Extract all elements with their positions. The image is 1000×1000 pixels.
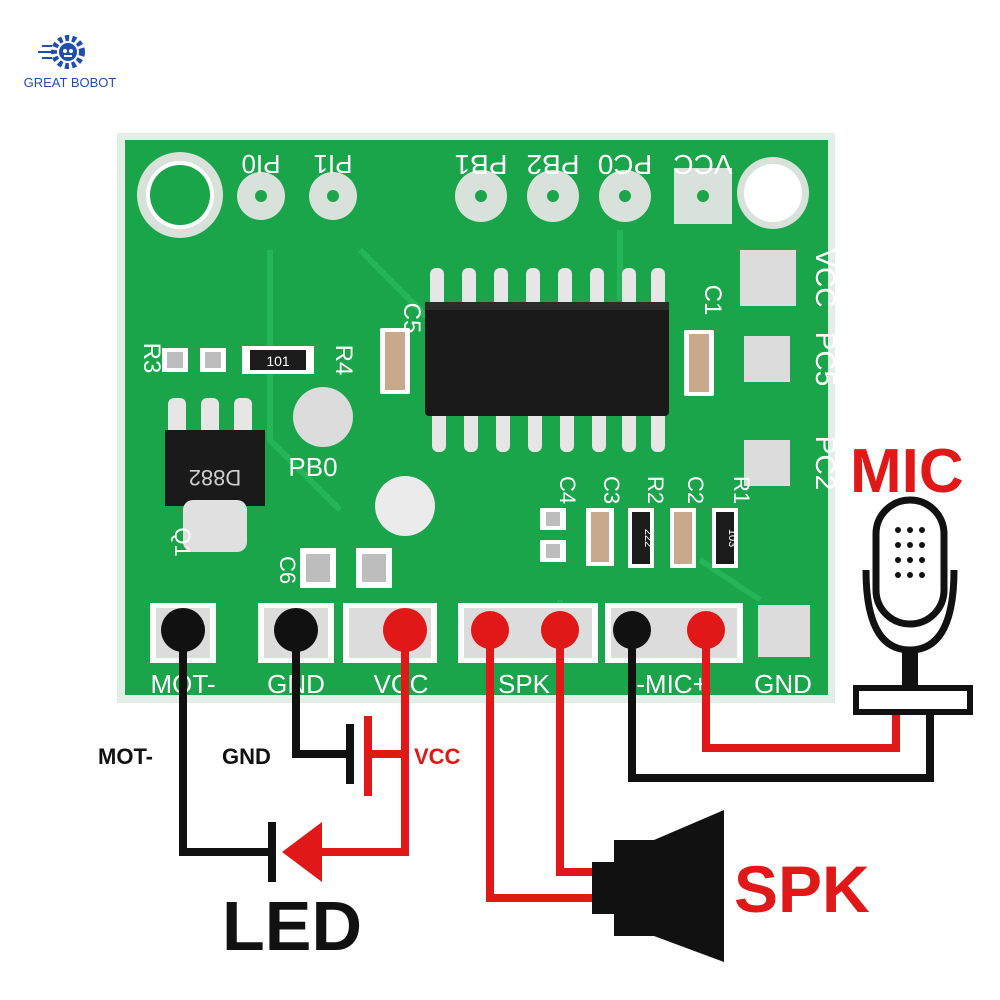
svg-text:PC2: PC2 xyxy=(810,436,841,490)
label-gnd: GND xyxy=(222,744,271,769)
label-spk: SPK xyxy=(734,852,870,926)
fiducial-mark xyxy=(375,476,435,536)
wire-mot xyxy=(179,630,272,856)
pad-label-mic: -MIC+ xyxy=(636,669,708,699)
svg-text:PC0: PC0 xyxy=(598,149,652,180)
svg-text:R1: R1 xyxy=(729,476,754,504)
label-vcc: VCC xyxy=(414,744,461,769)
svg-text:PB2: PB2 xyxy=(527,149,580,180)
test-point-pb0: PB0 xyxy=(288,387,353,482)
svg-text:PI1: PI1 xyxy=(313,149,352,179)
svg-text:C3: C3 xyxy=(599,476,624,504)
pcb-board: PI0 PI1 PB1 PB2 PC0 VCC VCC PC5 xyxy=(117,133,841,703)
svg-text:C6: C6 xyxy=(275,556,300,584)
label-mic: MIC xyxy=(850,437,964,506)
svg-text:PB1: PB1 xyxy=(455,149,508,180)
capacitor-c1: C1 xyxy=(684,285,726,396)
right-pad-pc2: PC2 xyxy=(744,436,841,490)
capacitor-c5: C5 xyxy=(380,303,425,394)
capacitor-symbol xyxy=(346,716,372,796)
capacitor-c6: C6 xyxy=(275,548,392,588)
svg-text:D882: D882 xyxy=(189,465,242,490)
svg-text:PI0: PI0 xyxy=(241,149,280,179)
wire-spk-a xyxy=(486,630,600,902)
transistor-q1: D882 Q1 xyxy=(165,398,265,557)
right-pad-pc5: PC5 xyxy=(744,332,841,386)
svg-text:222: 222 xyxy=(642,529,654,547)
svg-text:R3: R3 xyxy=(138,343,165,374)
ic-chip xyxy=(425,268,669,452)
svg-text:Q1: Q1 xyxy=(170,527,195,556)
top-pin-vcc: VCC xyxy=(673,149,733,224)
svg-text:PC5: PC5 xyxy=(810,332,841,386)
svg-text:101: 101 xyxy=(266,353,290,369)
svg-text:VCC: VCC xyxy=(673,149,732,180)
wire-mic-pos xyxy=(702,630,900,752)
pad-label-gnd-right: GND xyxy=(754,669,812,699)
smd-row: C4 C3 R2 C2 R1 222 103 xyxy=(540,476,754,568)
svg-text:R2: R2 xyxy=(643,476,668,504)
gear-robot-icon xyxy=(38,35,85,69)
svg-text:VCC: VCC xyxy=(810,248,841,307)
pad-label-spk: SPK xyxy=(498,669,551,699)
microphone-icon xyxy=(853,496,973,715)
wire-spk-b xyxy=(556,630,600,876)
top-pin-pi0: PI0 xyxy=(237,149,285,220)
svg-text:R4: R4 xyxy=(330,345,357,376)
label-mot: MOT- xyxy=(98,744,153,769)
wire-gnd xyxy=(292,630,350,758)
brand-name: GREAT BOBOT xyxy=(24,75,117,90)
top-pin-pc0: PC0 xyxy=(598,149,652,222)
wire-vcc-led xyxy=(318,754,409,856)
top-pin-pb1: PB1 xyxy=(455,149,508,222)
svg-text:103: 103 xyxy=(726,529,738,547)
wires xyxy=(179,630,934,902)
label-led: LED xyxy=(222,887,362,965)
svg-text:C1: C1 xyxy=(699,285,726,316)
svg-text:C4: C4 xyxy=(555,476,580,504)
svg-text:C2: C2 xyxy=(683,476,708,504)
svg-text:PB0: PB0 xyxy=(288,452,337,482)
connection-dots xyxy=(161,608,725,652)
speaker-icon xyxy=(592,810,724,962)
led-diode-icon xyxy=(268,822,322,882)
resistor-r3: R3 xyxy=(138,343,226,374)
right-pad-vcc: VCC xyxy=(740,248,841,308)
brand-logo: GREAT BOBOT xyxy=(24,35,117,90)
svg-text:C5: C5 xyxy=(398,303,425,334)
top-pin-pb2: PB2 xyxy=(527,149,580,222)
wire-mic-neg xyxy=(628,630,934,782)
top-pin-pi1: PI1 xyxy=(309,149,357,220)
resistor-r4: 101 R4 xyxy=(242,345,357,376)
